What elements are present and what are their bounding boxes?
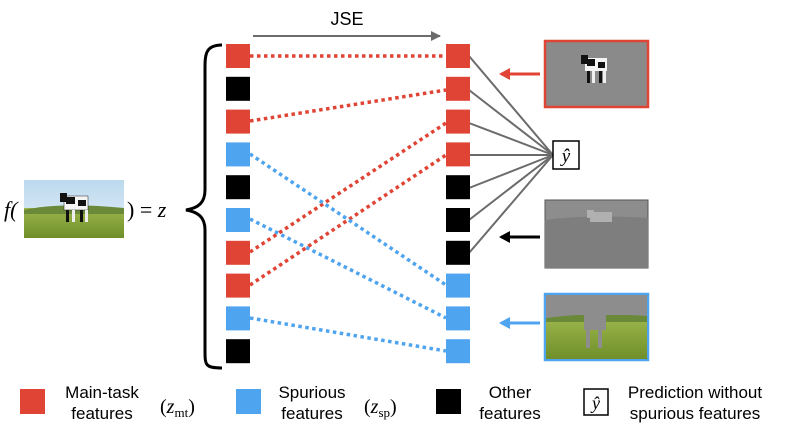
right-feature-5 xyxy=(446,175,470,200)
left-feature-5 xyxy=(226,175,250,200)
formula-prefix: f( xyxy=(4,197,19,222)
right-feature-column xyxy=(446,44,470,364)
field-with-cow-masked-image xyxy=(543,292,650,362)
field-with-gray-cow-image xyxy=(544,199,649,269)
legend-spurious-swatch xyxy=(236,389,261,414)
left-feature-6 xyxy=(226,208,250,232)
blue-link-3 xyxy=(249,316,447,353)
legend-prediction-symbol: ŷ xyxy=(590,393,600,413)
right-feature-6 xyxy=(446,208,470,232)
prediction-symbol: ŷ xyxy=(560,146,571,167)
formula-suffix: ) = z xyxy=(127,197,167,222)
blue-link-2 xyxy=(249,217,447,320)
right-feature-7 xyxy=(446,240,470,265)
prediction-box xyxy=(552,140,580,170)
red-link-3 xyxy=(249,121,447,254)
cow-in-field-image xyxy=(24,180,124,238)
left-feature-9 xyxy=(226,306,250,331)
legend-main-swatch xyxy=(20,389,45,414)
legend-spurious-symbol: (zsp) xyxy=(364,396,397,420)
legend-other-line2: features xyxy=(479,404,540,423)
legend-other-swatch xyxy=(436,389,461,414)
left-feature-3 xyxy=(226,109,250,134)
legend-prediction-box xyxy=(583,388,609,416)
blue-link-1 xyxy=(249,152,447,287)
left-feature-10 xyxy=(226,339,250,364)
dotted-connections xyxy=(249,54,447,353)
legend-other-line1: Other xyxy=(489,383,532,402)
legend-spurious-line2: features xyxy=(281,404,342,423)
left-feature-column xyxy=(226,44,250,364)
right-feature-10 xyxy=(446,339,470,364)
legend-spurious-line1: Spurious xyxy=(278,383,345,402)
prediction-connections xyxy=(468,55,554,254)
left-feature-4 xyxy=(226,142,250,167)
right-feature-2 xyxy=(446,76,470,101)
right-feature-1 xyxy=(446,44,470,68)
right-feature-4 xyxy=(446,142,470,167)
legend-main-line1: Main-task xyxy=(65,383,139,402)
legend-main-symbol: (zmt) xyxy=(160,396,195,420)
right-feature-8 xyxy=(446,273,470,298)
legend-prediction-line1: Prediction without xyxy=(628,383,762,402)
left-feature-8 xyxy=(226,273,250,298)
red-link-2 xyxy=(249,88,447,123)
legend-main-line2: features xyxy=(71,404,132,423)
right-feature-3 xyxy=(446,109,470,134)
left-feature-2 xyxy=(226,76,250,101)
legend-prediction-line2: spurious features xyxy=(630,404,760,423)
curly-brace xyxy=(185,43,223,370)
left-feature-1 xyxy=(226,44,250,68)
legend: Main-task features (zmt) Spurious featur… xyxy=(20,383,762,423)
jse-label: JSE xyxy=(330,9,363,29)
left-feature-7 xyxy=(226,240,250,265)
right-feature-9 xyxy=(446,306,470,331)
cow-on-gray-image xyxy=(543,39,650,109)
